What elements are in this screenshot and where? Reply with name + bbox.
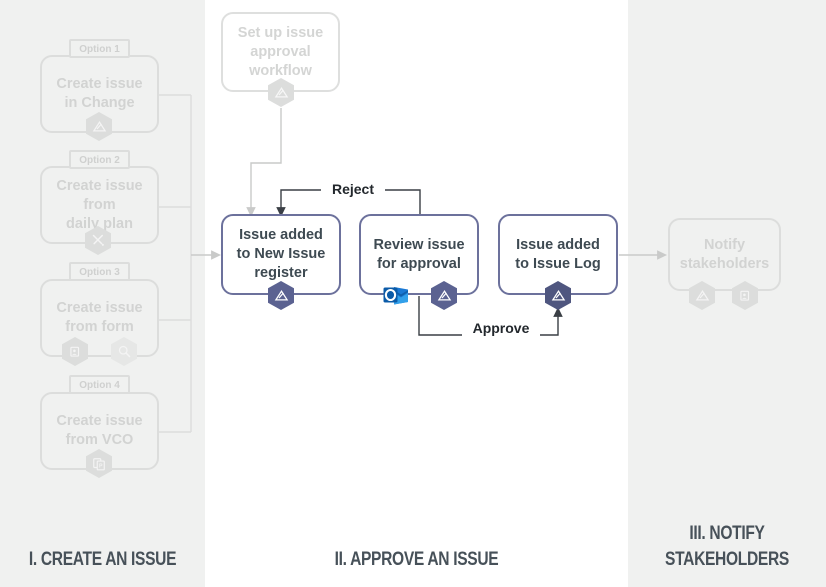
power-automate-icon[interactable] xyxy=(431,281,457,310)
lane-caption-notify: III. NOTIFY STAKEHOLDERS xyxy=(665,523,789,570)
node-create-issue-from-daily-plan[interactable]: Create issue from daily plan xyxy=(40,166,159,244)
node-label: Review issue for approval xyxy=(373,236,465,272)
power-automate-icon[interactable] xyxy=(268,281,294,310)
node-create-issue-from-form[interactable]: Create issue from form xyxy=(40,279,159,357)
option-tab-4: Option 4 xyxy=(69,375,130,394)
node-label: Issue added to Issue Log xyxy=(515,236,601,272)
lane-background-create xyxy=(0,0,205,587)
node-label: Notify stakeholders xyxy=(679,236,770,272)
option-tab-1: Option 1 xyxy=(69,39,130,58)
node-label: Issue added to New Issue register xyxy=(236,227,326,281)
copy-documents-icon: P xyxy=(86,449,112,478)
lane-caption-create: I. CREATE AN ISSUE xyxy=(28,549,177,570)
option-tab-3: Option 3 xyxy=(69,262,130,281)
outlook-icon[interactable] xyxy=(382,281,410,309)
edge-label-reject: Reject xyxy=(331,181,375,197)
node-label: Create issue from daily plan xyxy=(56,177,143,232)
edge-label-approve: Approve xyxy=(472,320,530,336)
svg-text:P: P xyxy=(99,463,103,469)
option-bus-wires xyxy=(159,94,192,433)
node-label: Create issue from VCO xyxy=(56,413,143,448)
form-icon xyxy=(62,337,88,366)
node-notify-stakeholders[interactable]: Notify stakeholders xyxy=(668,218,781,291)
node-review-issue-for-approval[interactable]: Review issue for approval xyxy=(359,214,479,295)
wire-setup-to-register xyxy=(246,108,282,218)
node-label: Create issue in Change xyxy=(56,76,143,111)
search-icon xyxy=(111,337,137,366)
lane-background-notify xyxy=(628,0,826,587)
option-tab-2: Option 2 xyxy=(69,150,130,169)
node-label: Set up issue approval workflow xyxy=(237,24,324,79)
lane-caption-approve: II. APPROVE AN ISSUE xyxy=(334,549,499,570)
power-automate-icon xyxy=(268,78,294,107)
node-label: Create issue from form xyxy=(56,300,143,335)
